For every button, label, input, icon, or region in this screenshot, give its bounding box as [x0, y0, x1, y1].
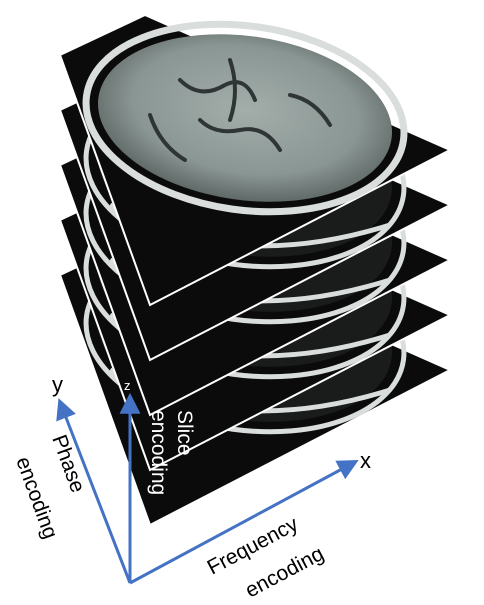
slice-stack	[60, 5, 450, 525]
slice-encoding-line2: encoding	[147, 410, 170, 495]
phase-encoding-line2: encoding	[11, 454, 62, 542]
z-axis-label: z	[124, 378, 131, 393]
x-axis-label: x	[360, 448, 371, 473]
y-axis-label: y	[52, 372, 63, 397]
slice-encoding-line1: Slice	[173, 410, 196, 456]
phase-encoding-label-2: encoding	[11, 454, 62, 542]
